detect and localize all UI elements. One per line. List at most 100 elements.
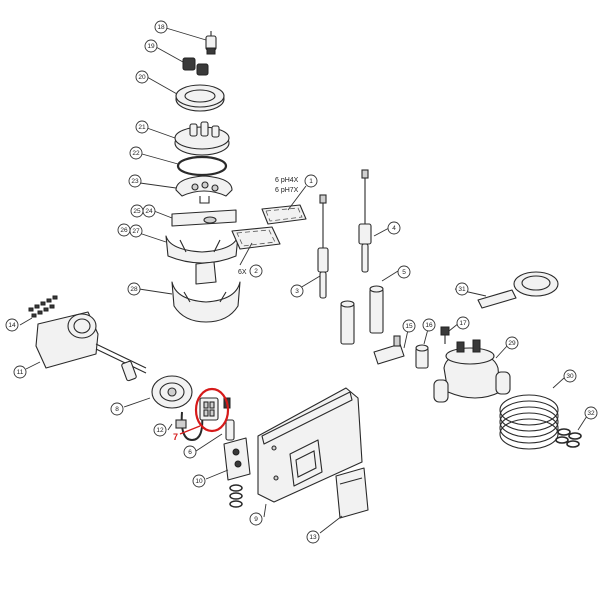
callout-badge xyxy=(402,319,416,333)
callout-22: 22 xyxy=(129,146,143,160)
callout-26: 26 xyxy=(117,223,131,237)
callout-2: 2 xyxy=(249,264,263,278)
part-30-tubing-coil xyxy=(499,394,559,450)
note-ph4: 6 pH4X xyxy=(275,177,299,184)
callout-number: 5 xyxy=(402,269,406,276)
part-10-valve-block xyxy=(223,437,251,508)
part-9-main-housing xyxy=(257,387,363,503)
callout-number: 16 xyxy=(425,322,433,329)
callout-badge xyxy=(304,174,318,188)
callout-4: 4 xyxy=(387,221,401,235)
callout-number: 3 xyxy=(295,288,299,295)
callout-25: 25 xyxy=(130,204,144,218)
part-11-pump-housing xyxy=(35,311,147,374)
part-27-cell-half xyxy=(165,235,239,264)
part-5-sleeves xyxy=(340,285,384,345)
part-2-ph7-sachets xyxy=(231,226,281,250)
callout-number: 19 xyxy=(147,43,155,50)
leader-lines xyxy=(19,27,588,534)
callout-number: 27 xyxy=(132,228,140,235)
callout-number: 26 xyxy=(120,227,128,234)
callout-3: 3 xyxy=(290,284,304,298)
highlight-label: 7 xyxy=(173,432,178,442)
part-13-cover-plate xyxy=(335,467,369,519)
callout-8: 8 xyxy=(110,402,124,416)
callout-number: 25 xyxy=(133,208,141,215)
callout-number: 24 xyxy=(145,208,153,215)
callout-number: 8 xyxy=(115,406,119,413)
callout-14: 14 xyxy=(5,318,19,332)
part-16-tube-piece xyxy=(415,344,429,369)
callout-18: 18 xyxy=(154,20,168,34)
callout-badge xyxy=(183,445,197,459)
callout-5: 5 xyxy=(397,265,411,279)
callout-badge xyxy=(135,70,149,84)
callout-number: 18 xyxy=(157,24,165,31)
callout-badge xyxy=(249,512,263,526)
callout-30: 30 xyxy=(563,369,577,383)
highlight-part-7: 7 xyxy=(173,387,230,442)
callout-badge xyxy=(129,146,143,160)
part-19-caps xyxy=(182,57,209,76)
callout-badge xyxy=(455,282,469,296)
part-3-probe xyxy=(317,194,329,299)
quantity-notes: 6 pH4X 6 pH7X 6X xyxy=(238,177,299,276)
callout-number: 30 xyxy=(566,373,574,380)
callout-number: 22 xyxy=(132,150,140,157)
callout-badge xyxy=(290,284,304,298)
callout-number: 15 xyxy=(405,323,413,330)
callout-number: 2 xyxy=(254,268,258,275)
callout-9: 9 xyxy=(249,512,263,526)
callout-number: 1 xyxy=(309,178,313,185)
callout-badge xyxy=(249,264,263,278)
callout-badge xyxy=(456,316,470,330)
callout-badge xyxy=(128,174,142,188)
callout-31: 31 xyxy=(455,282,469,296)
callout-badge xyxy=(110,402,124,416)
highlight-leader xyxy=(179,425,201,435)
callout-number: 4 xyxy=(392,225,396,232)
part-14-screws xyxy=(28,295,58,318)
part-15-small-valve xyxy=(373,335,405,365)
callout-11: 11 xyxy=(13,365,27,379)
callout-badge xyxy=(397,265,411,279)
callout-21: 21 xyxy=(135,120,149,134)
part-32-o-rings xyxy=(555,428,582,448)
callout-badge xyxy=(130,204,144,218)
callout-badge xyxy=(129,224,143,238)
part-6-tube xyxy=(225,419,235,441)
callout-12: 12 xyxy=(153,423,167,437)
part-18-fitting xyxy=(205,31,217,55)
note-6x: 6X xyxy=(238,269,247,276)
callout-badge xyxy=(422,318,436,332)
callout-17: 17 xyxy=(456,316,470,330)
callout-badge xyxy=(127,282,141,296)
callout-badge xyxy=(192,474,206,488)
callout-badge xyxy=(5,318,19,332)
callout-badge xyxy=(387,221,401,235)
callout-number: 23 xyxy=(131,178,139,185)
part-29-valve-housing xyxy=(433,339,511,403)
part-8-pump-motor xyxy=(121,360,193,409)
callout-16: 16 xyxy=(422,318,436,332)
part-4-probe xyxy=(358,169,372,273)
highlight-ring xyxy=(194,387,230,433)
callout-10: 10 xyxy=(192,474,206,488)
part-22-o-ring xyxy=(176,155,228,177)
callout-number: 32 xyxy=(587,410,595,417)
callout-20: 20 xyxy=(135,70,149,84)
callout-number: 29 xyxy=(508,340,516,347)
callout-23: 23 xyxy=(128,174,142,188)
callout-24: 24 xyxy=(142,204,156,218)
callout-number: 21 xyxy=(138,124,146,131)
callout-number: 6 xyxy=(188,449,192,456)
callout-number: 9 xyxy=(254,516,258,523)
callout-badge xyxy=(135,120,149,134)
callout-badge xyxy=(563,369,577,383)
callout-27: 27 xyxy=(129,224,143,238)
callout-badge xyxy=(153,423,167,437)
part-17-screw xyxy=(440,326,450,344)
part-20-locking-ring xyxy=(175,84,225,112)
part-24-25-clamp xyxy=(171,209,237,227)
callout-28: 28 xyxy=(127,282,141,296)
